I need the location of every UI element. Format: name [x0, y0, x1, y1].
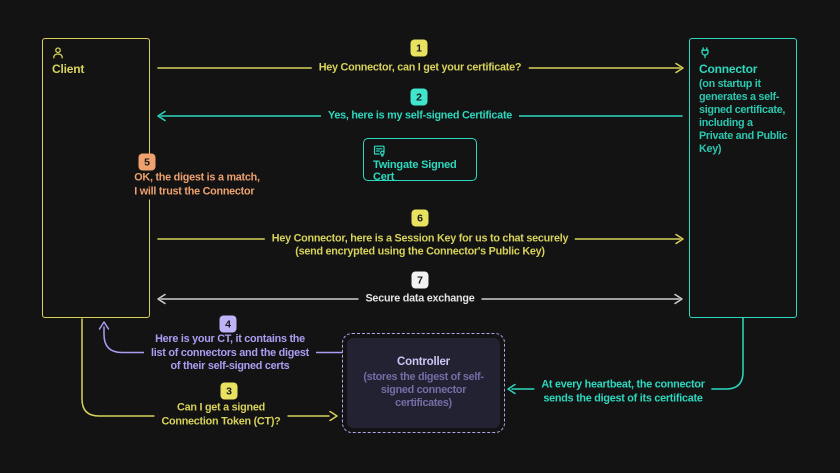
- step-7-left-arrowhead: [157, 293, 166, 305]
- step-6-message-line2: (send encrypted using the Connector's Pu…: [295, 245, 545, 258]
- step-5-message-line2: I will trust the Connector: [134, 185, 255, 197]
- connector-note: (on startup it generates a self-signed c…: [699, 78, 788, 155]
- step-3-line: [81, 318, 330, 417]
- step-4-message: Here is your CT, it contains the list of…: [144, 331, 316, 375]
- step-1-message-text: Hey Connector, can I get your certificat…: [318, 61, 522, 74]
- connector-node: Connector (on startup it generates a sel…: [689, 38, 797, 318]
- step-7-badge: 7: [411, 271, 429, 289]
- step-6-arrowhead: [675, 233, 684, 245]
- plug-icon: [701, 47, 709, 59]
- step-4-message-line3: of their self-signed certs: [170, 359, 290, 372]
- step-4-message-line1: Here is your CT, it contains the: [155, 332, 305, 345]
- heartbeat-line: [511, 317, 744, 390]
- step-4-arrowhead: [98, 321, 110, 330]
- step-7-right-arrowhead: [674, 293, 683, 305]
- step-7-message: Secure data exchange: [358, 290, 482, 307]
- heartbeat-note-line2: sends the digest of its certificate: [543, 392, 703, 404]
- heartbeat-note-line1: At every heartbeat, the connector: [541, 378, 705, 391]
- step-2-badge: 2: [410, 88, 428, 106]
- signed-cert-label: Twingate Signed Cert: [373, 159, 457, 183]
- step-6-badge: 6: [411, 209, 429, 227]
- step-1-message: Hey Connector, can I get your certificat…: [311, 60, 529, 76]
- step-7-message-text: Secure data exchange: [365, 291, 475, 304]
- step-6-message: Hey Connector, here is a Session Key for…: [264, 231, 576, 260]
- step-1-badge: 1: [410, 39, 428, 57]
- step-6-message-line1: Hey Connector, here is a Session Key for…: [271, 232, 569, 244]
- step-3-arrowhead: [329, 410, 338, 422]
- heartbeat-arrowhead: [507, 383, 516, 395]
- step-2-arrowhead: [157, 110, 166, 122]
- step-1-arrowhead: [675, 62, 684, 74]
- step-3-badge: 3: [220, 382, 238, 400]
- controller-note: (stores the digest of self-signed connec…: [363, 371, 484, 409]
- step-3-message-line2: Connection Token (CT)?: [161, 415, 281, 427]
- heartbeat-note: At every heartbeat, the connector sends …: [534, 377, 712, 407]
- client-title: Client: [52, 62, 85, 76]
- step-2-message: Yes, here is my self-signed Certificate: [320, 107, 520, 124]
- step-5-message-line1: OK, the digest is a match,: [134, 171, 260, 184]
- certificate-icon: [373, 145, 385, 157]
- controller-node: Controller (stores the digest of self-si…: [342, 333, 505, 433]
- step-4-message-line2: list of connectors and the digest: [151, 346, 309, 359]
- controller-card: Controller (stores the digest of self-si…: [347, 338, 500, 428]
- step-5-badge: 5: [138, 153, 156, 171]
- person-icon: [53, 47, 63, 59]
- connector-title: Connector: [699, 62, 758, 76]
- step-4-line: [103, 326, 343, 354]
- step-3-message: Can I get a signed Connection Token (CT)…: [154, 400, 288, 430]
- controller-title: Controller: [397, 356, 450, 368]
- step-5-message: OK, the digest is a match, I will trust …: [127, 170, 267, 200]
- step-2-message-text: Yes, here is my self-signed Certificate: [327, 108, 513, 121]
- signed-cert-node: Twingate Signed Cert: [363, 138, 477, 183]
- step-4-badge: 4: [219, 315, 237, 333]
- step-3-message-line1: Can I get a signed: [177, 401, 265, 414]
